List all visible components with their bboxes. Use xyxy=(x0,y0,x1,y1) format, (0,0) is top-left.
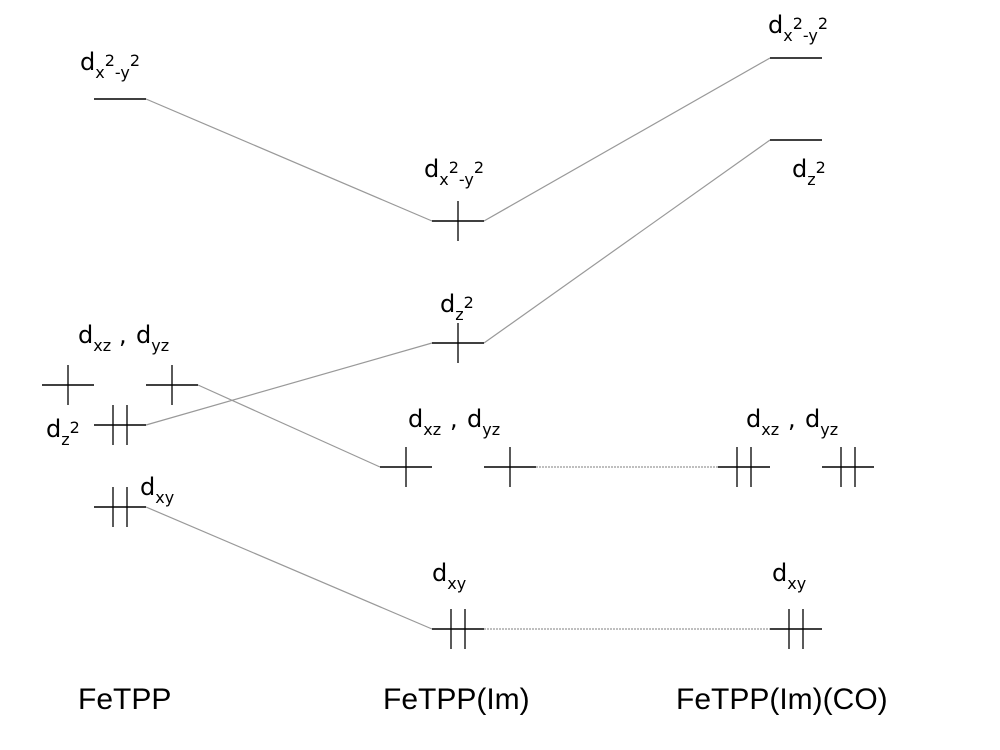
fetppim-dyz-level xyxy=(484,447,536,487)
fetppim-dyz-label: dyz xyxy=(467,405,500,439)
fetppimco-dx2y2-label: dx2-y2 xyxy=(768,11,828,45)
connector-dxy-1-2 xyxy=(145,506,433,630)
fetpp-dxz-level xyxy=(42,365,94,405)
fetpp-dyz-label: dyz xyxy=(136,321,169,355)
fetppimco-dxy-level xyxy=(770,609,822,649)
fetppim-dxy-level xyxy=(432,609,484,649)
fetppim-dz2-label: dz2 xyxy=(440,290,474,324)
fetpp-comma: , xyxy=(119,321,127,349)
fetpp-dyz-level xyxy=(146,365,198,405)
column-title-fetpp: FeTPP xyxy=(78,683,171,716)
fetppim-comma: , xyxy=(450,405,458,433)
fetppim-dx2y2-level xyxy=(432,201,484,241)
fetppim-dz2-level xyxy=(432,323,484,363)
fetppimco-dz2-label: dz2 xyxy=(792,155,826,189)
fetppim-dxy-label: dxy xyxy=(432,559,466,593)
connector-dyz-1-2 xyxy=(197,384,381,468)
fetppimco-comma: , xyxy=(788,405,796,433)
fetppimco-dyz-level xyxy=(822,447,874,487)
fetppimco-dxz-level xyxy=(718,447,770,487)
connector-dx2y2-2-3 xyxy=(483,57,771,222)
fetpp-dz2-label: dz2 xyxy=(46,415,80,449)
fetpp-dxz-label: dxz xyxy=(78,321,111,355)
fetpp-dxy-label: dxy xyxy=(140,473,174,507)
column-title-fetpp-im: FeTPP(Im) xyxy=(383,683,530,716)
fetppimco-dxz-label: dxz xyxy=(746,405,779,439)
fetppim-dxz-level xyxy=(380,447,432,487)
connector-dx2y2-1-2 xyxy=(145,98,433,222)
fetpp-dz2-level xyxy=(94,405,146,445)
column-title-fetpp-im-co: FeTPP(Im)(CO) xyxy=(676,683,888,716)
fetppimco-dyz-label: dyz xyxy=(805,405,838,439)
fetppimco-dxy-label: dxy xyxy=(772,559,806,593)
fetpp-dxy-level xyxy=(94,487,146,527)
fetppim-dxz-label: dxz xyxy=(408,405,441,439)
connector-dz2-1-2 xyxy=(145,342,433,426)
fetpp-dx2y2-label: dx2-y2 xyxy=(80,48,140,82)
connector-dz2-2-3 xyxy=(483,139,771,344)
fetppim-dx2y2-label: dx2-y2 xyxy=(424,155,484,189)
